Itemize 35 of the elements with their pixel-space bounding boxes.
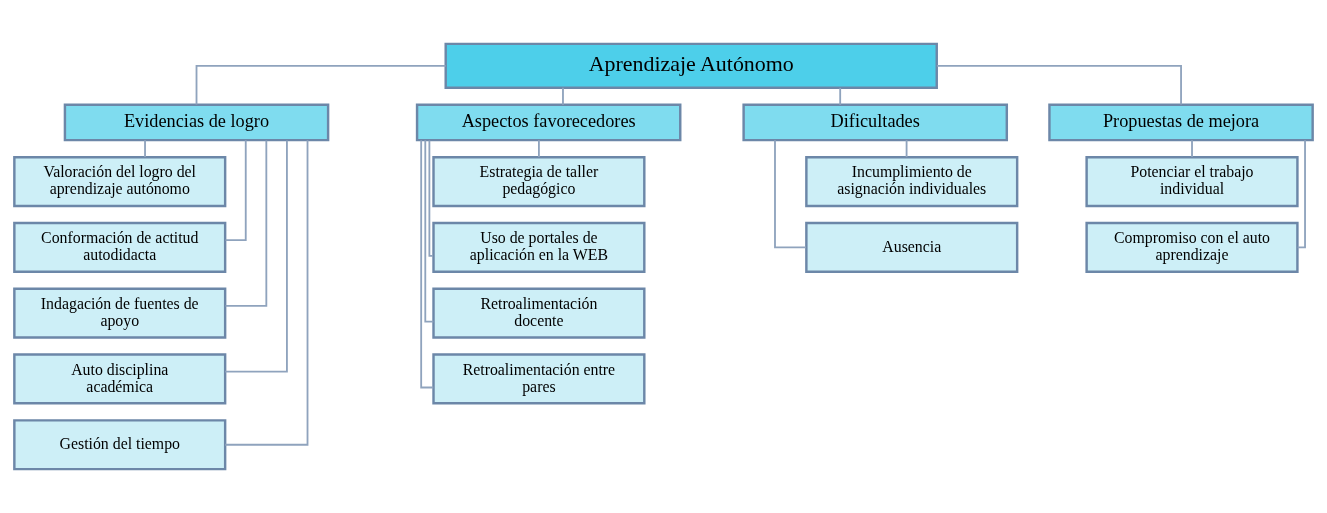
- connector: [935, 64, 1182, 106]
- connector: [420, 139, 435, 389]
- connector: [839, 86, 842, 106]
- connector: [224, 139, 309, 446]
- node-box: Valoración del logro del aprendizaje autónomo: [13, 155, 227, 208]
- node-box: Aprendizaje Autónomo: [444, 42, 938, 89]
- node-box: Ausencia: [805, 221, 1019, 273]
- node-box: Indagación de fuentes de apoyo: [13, 287, 227, 339]
- connector: [538, 139, 540, 158]
- connector: [1191, 139, 1193, 158]
- connector: [774, 139, 807, 249]
- node-box: Compromiso con el auto aprendizaje: [1085, 221, 1299, 273]
- node-box: Uso de portales de aplicación en la WEB: [432, 221, 646, 273]
- connector: [144, 139, 146, 158]
- connector: [195, 64, 447, 106]
- node-box: Propuestas de mejora: [1048, 103, 1314, 142]
- node-box: Potenciar el trabajo individual: [1085, 155, 1299, 208]
- node-box: Retroalimentación docente: [432, 287, 646, 339]
- connector: [424, 139, 435, 323]
- node-box: Conformación de actitud autodidacta: [13, 221, 227, 273]
- connector: [224, 139, 268, 307]
- node-box: Dificultades: [742, 103, 1009, 142]
- node-box: Evidencias de logro: [63, 103, 330, 142]
- node-box: Auto disciplina académica: [13, 353, 227, 405]
- node-box: Estrategia de taller pedagógico: [432, 155, 646, 208]
- node-box: Aspectos favorecedores: [415, 103, 682, 142]
- connector: [224, 139, 288, 373]
- connector: [224, 139, 247, 241]
- node-box: Retroalimentación entre pares: [432, 353, 646, 405]
- connector: [1296, 139, 1306, 249]
- connector: [562, 86, 564, 106]
- connector: [905, 139, 908, 158]
- node-box: Gestión del tiempo: [13, 419, 227, 471]
- node-box: Incumplimiento de asignación individuales: [805, 155, 1019, 208]
- connector: [428, 139, 434, 257]
